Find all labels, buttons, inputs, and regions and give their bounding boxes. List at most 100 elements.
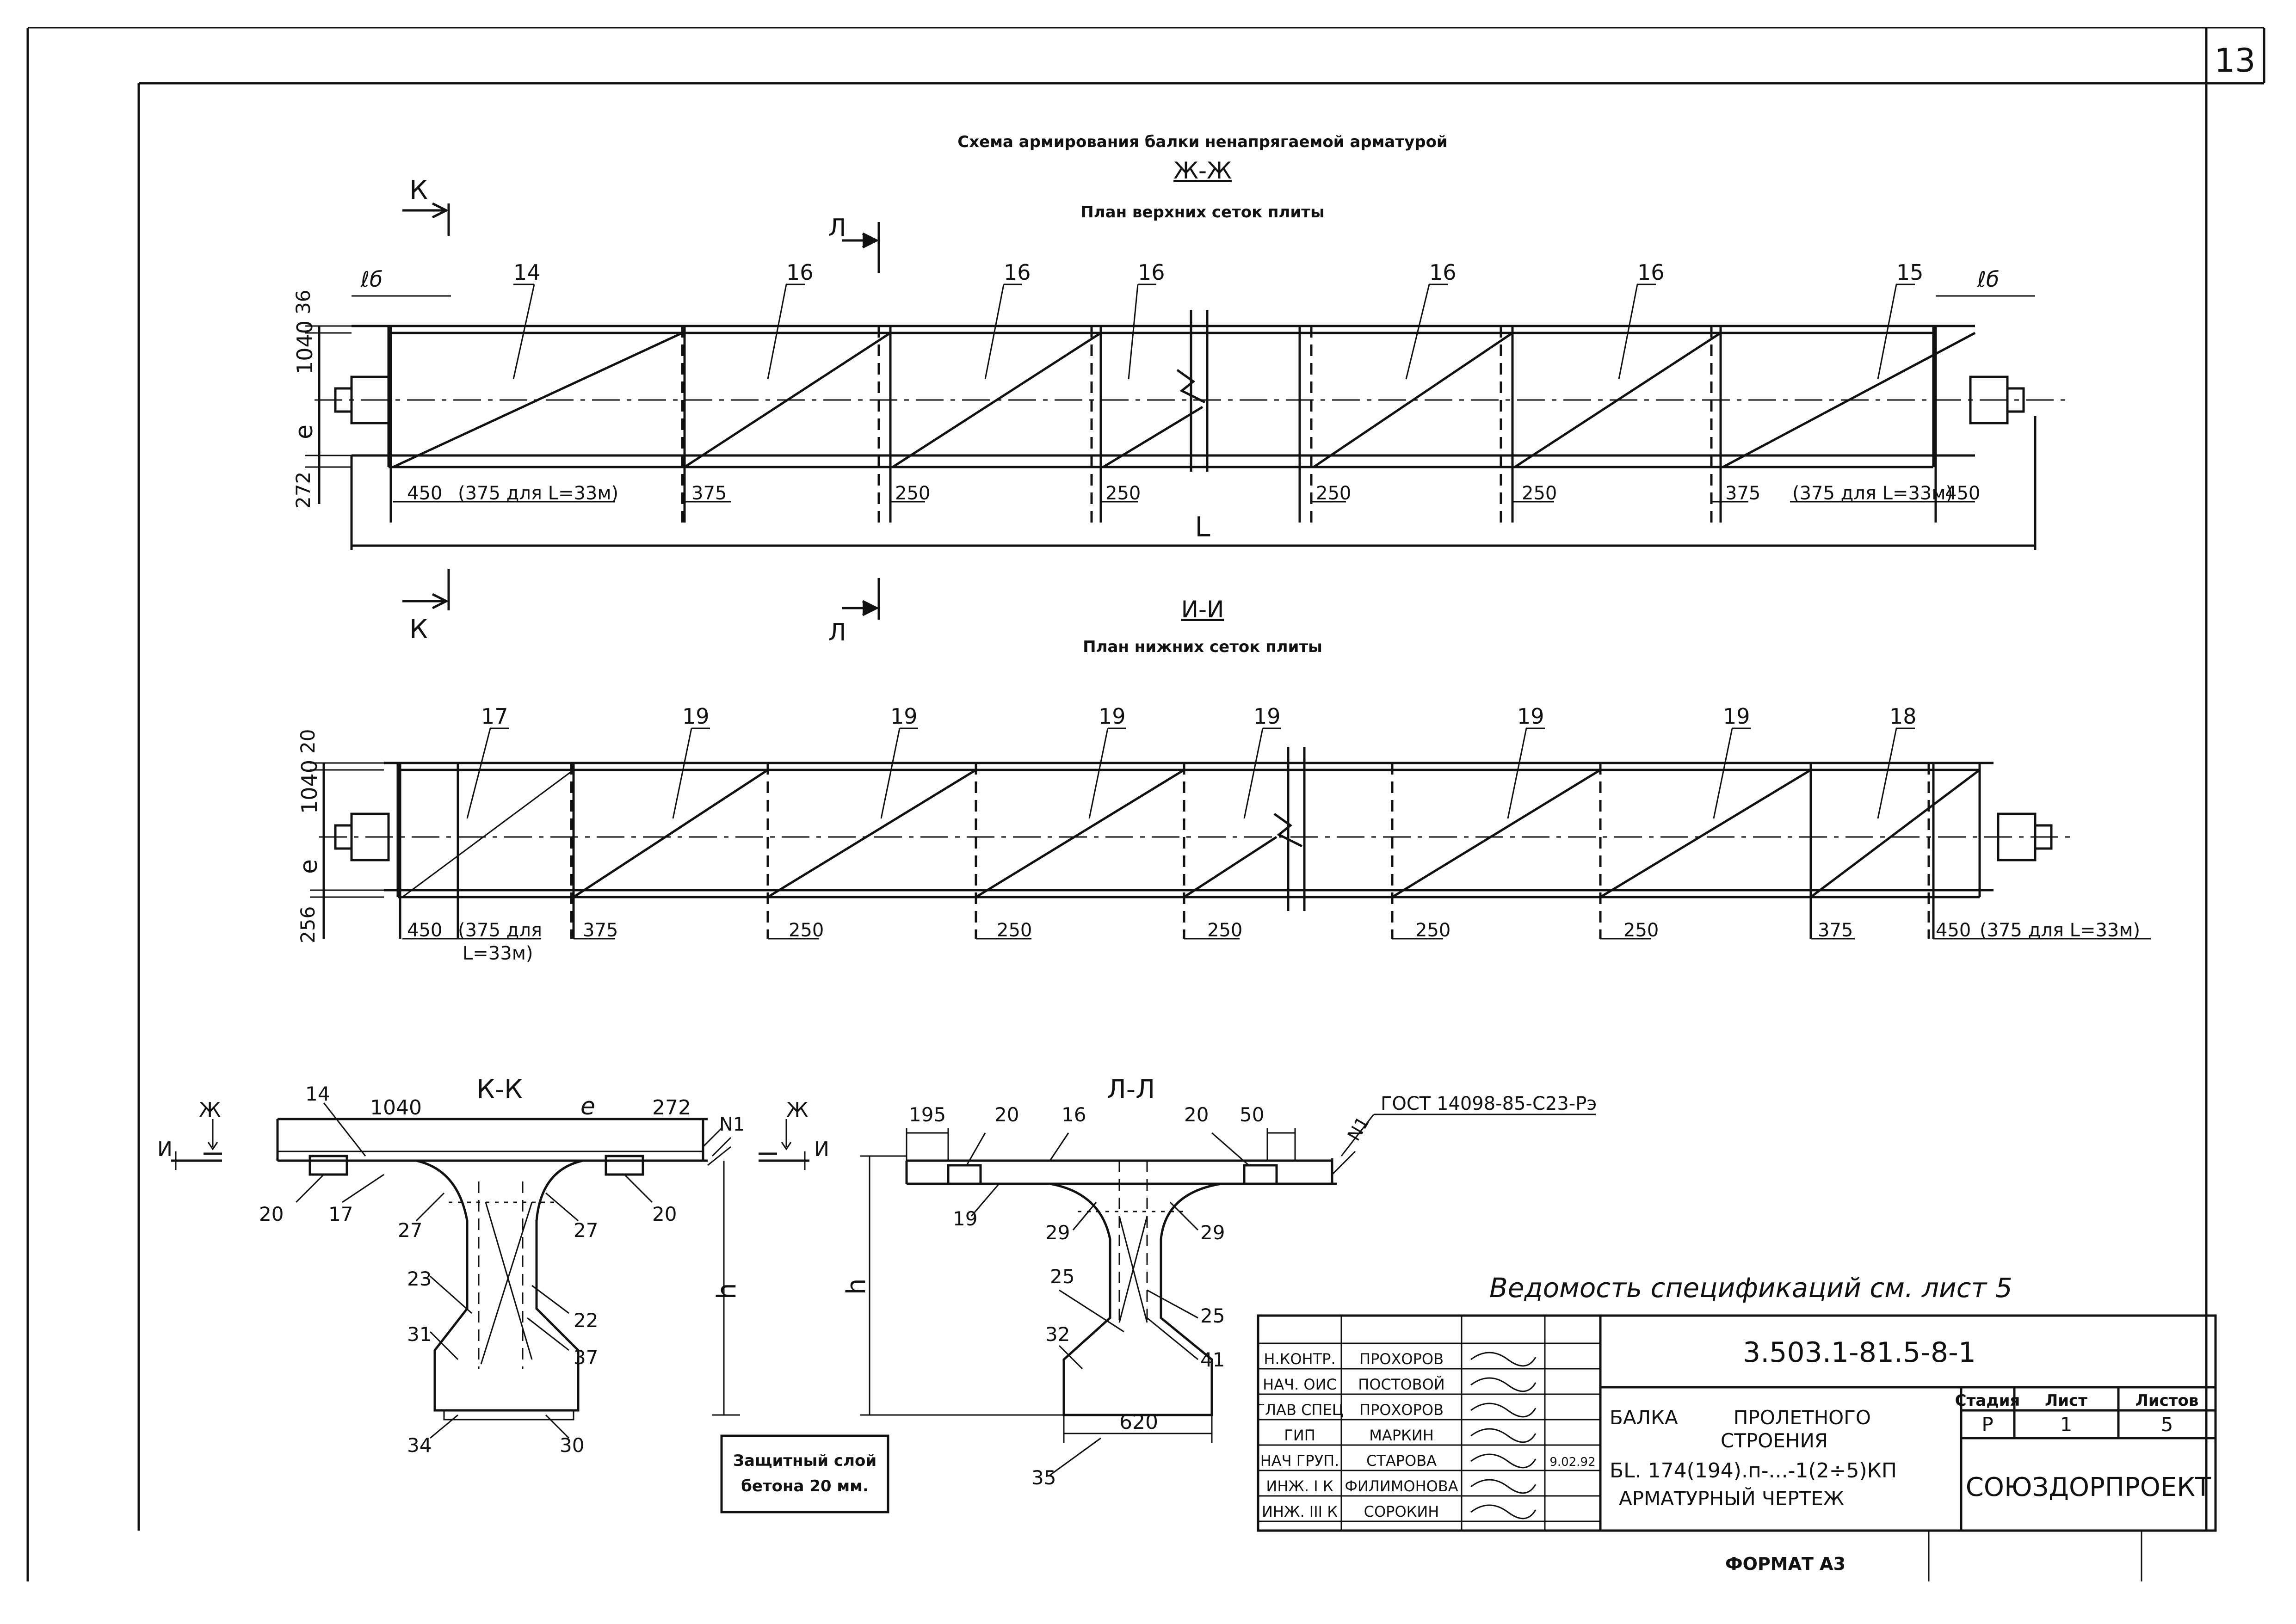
svg-text:250: 250 <box>997 920 1032 941</box>
svg-text:195: 195 <box>909 1103 946 1126</box>
svg-text:СОРОКИН: СОРОКИН <box>1364 1503 1439 1520</box>
section-kk <box>171 1102 809 1439</box>
svg-text:ИНЖ. I К: ИНЖ. I К <box>1266 1477 1333 1495</box>
svg-text:20: 20 <box>994 1103 1019 1126</box>
svg-text:19: 19 <box>890 704 918 729</box>
svg-text:(375 для L=33м): (375 для L=33м) <box>458 483 618 504</box>
svg-text:450: 450 <box>1936 920 1971 941</box>
cover-note-box: Защитный слой бетона 20 мм. <box>720 1434 889 1513</box>
svg-text:19: 19 <box>1253 704 1281 729</box>
svg-text:20: 20 <box>652 1203 677 1225</box>
section-ii-title: И-И <box>1181 596 1224 623</box>
cut-marker-k-bottom: К <box>409 615 428 645</box>
section-kk-title: К-К <box>476 1075 523 1105</box>
svg-text:29: 29 <box>1045 1221 1070 1244</box>
svg-text:АРМАТУРНЫЙ ЧЕРТЕЖ: АРМАТУРНЫЙ ЧЕРТЕЖ <box>1619 1487 1844 1510</box>
plan-zh-labels: ℓб ℓб 14 16 16 16 16 16 15 36 1040 e 272… <box>290 260 1999 543</box>
svg-text:ℓб: ℓб <box>360 267 383 292</box>
svg-text:34: 34 <box>407 1434 432 1457</box>
svg-text:БL. 174(194).п-...-1(2÷5)КП: БL. 174(194).п-...-1(2÷5)КП <box>1610 1459 1897 1483</box>
svg-text:СТАРОВА: СТАРОВА <box>1366 1452 1437 1470</box>
svg-text:22: 22 <box>574 1309 598 1332</box>
svg-text:23: 23 <box>407 1267 432 1290</box>
cut-marker-k-top: К <box>409 175 428 205</box>
section-ll-labels: 195 20 16 20 50 ГОСТ 14098-85-С23-Рэ N1 … <box>841 1093 1597 1489</box>
svg-text:N1: N1 <box>719 1114 745 1135</box>
svg-text:250: 250 <box>1207 920 1242 941</box>
svg-text:16: 16 <box>1637 260 1665 285</box>
svg-text:450: 450 <box>407 483 442 504</box>
svg-text:e: e <box>580 1093 595 1120</box>
svg-text:1040: 1040 <box>297 760 322 814</box>
svg-text:СОЮЗДОРПРОЕКТ: СОЮЗДОРПРОЕКТ <box>1966 1472 2211 1502</box>
svg-text:НАЧ. ОИС: НАЧ. ОИС <box>1263 1376 1337 1393</box>
svg-text:31: 31 <box>407 1323 432 1346</box>
plan-ii-labels: 17 19 19 19 19 19 19 18 20 1040 e 256 45… <box>295 704 2140 964</box>
svg-text:И: И <box>157 1138 173 1161</box>
svg-text:250: 250 <box>895 483 930 504</box>
svg-text:32: 32 <box>1045 1323 1070 1346</box>
svg-text:(375 для: (375 для <box>458 920 542 941</box>
svg-text:17: 17 <box>328 1203 353 1225</box>
section-ll-title: Л-Л <box>1107 1075 1155 1105</box>
svg-text:5: 5 <box>2161 1413 2173 1436</box>
svg-text:18: 18 <box>1889 704 1917 729</box>
svg-text:450: 450 <box>1945 483 1980 504</box>
svg-text:1040: 1040 <box>370 1096 422 1120</box>
svg-text:МАРКИН: МАРКИН <box>1369 1427 1434 1444</box>
svg-text:НАЧ ГРУП.: НАЧ ГРУП. <box>1260 1452 1339 1470</box>
sheet-frame <box>26 27 2265 1581</box>
svg-text:450: 450 <box>407 920 442 941</box>
svg-text:19: 19 <box>682 704 710 729</box>
svg-text:L: L <box>1195 511 1210 543</box>
section-zh-title: Ж-Ж <box>1173 157 1232 184</box>
svg-text:256: 256 <box>296 906 319 943</box>
svg-text:Листов: Листов <box>2136 1391 2199 1410</box>
svg-text:(375 для L=33м): (375 для L=33м) <box>1980 920 2140 941</box>
svg-text:16: 16 <box>1429 260 1457 285</box>
svg-text:ГИП: ГИП <box>1284 1427 1315 1444</box>
svg-text:9.02.92: 9.02.92 <box>1549 1455 1595 1469</box>
svg-text:ИНЖ. III К: ИНЖ. III К <box>1262 1503 1338 1520</box>
svg-text:250: 250 <box>1415 920 1450 941</box>
cut-marker-l-top: Л <box>828 214 846 242</box>
svg-text:И: И <box>814 1138 829 1161</box>
svg-text:27: 27 <box>574 1219 598 1242</box>
svg-text:Лист: Лист <box>2045 1391 2087 1410</box>
svg-text:N1: N1 <box>1344 1113 1373 1144</box>
svg-text:(375 для L=33м): (375 для L=33м) <box>1792 483 1953 504</box>
svg-text:Ж: Ж <box>199 1098 221 1122</box>
svg-text:37: 37 <box>574 1346 598 1369</box>
svg-text:15: 15 <box>1896 260 1924 285</box>
svg-text:272: 272 <box>292 472 315 509</box>
section-zh-subtitle: План верхних сеток плиты <box>1080 203 1324 221</box>
svg-text:ГОСТ 14098-85-С23-Рэ: ГОСТ 14098-85-С23-Рэ <box>1381 1093 1597 1114</box>
svg-text:17: 17 <box>481 704 508 729</box>
svg-text:h: h <box>841 1279 871 1295</box>
svg-text:250: 250 <box>1522 483 1557 504</box>
svg-text:30: 30 <box>560 1434 584 1457</box>
main-title: Схема армирования балки ненапрягаемой ар… <box>957 133 1448 151</box>
svg-text:375: 375 <box>1818 920 1853 941</box>
svg-text:250: 250 <box>1623 920 1659 941</box>
svg-text:Р: Р <box>1981 1413 1993 1436</box>
svg-text:БАЛКА ПРОЛЕТНОГО: БАЛКА ПРОЛЕТНОГО <box>1610 1406 1871 1429</box>
svg-text:19: 19 <box>1099 704 1126 729</box>
svg-text:L=33м): L=33м) <box>463 943 533 964</box>
svg-text:14: 14 <box>305 1083 330 1105</box>
svg-text:620: 620 <box>1119 1410 1158 1434</box>
svg-text:бетона 20 мм.: бетона 20 мм. <box>741 1477 869 1495</box>
svg-text:19: 19 <box>1517 704 1544 729</box>
svg-text:3.503.1-81.5-8-1: 3.503.1-81.5-8-1 <box>1743 1336 1976 1369</box>
title-block <box>1257 1314 2217 1581</box>
sheet-number: 13 <box>2214 42 2255 80</box>
svg-text:250: 250 <box>1316 483 1351 504</box>
svg-text:ПРОХОРОВ: ПРОХОРОВ <box>1359 1350 1444 1368</box>
svg-text:16: 16 <box>786 260 814 285</box>
svg-text:20: 20 <box>296 729 319 754</box>
svg-text:СТРОЕНИЯ: СТРОЕНИЯ <box>1721 1429 1828 1452</box>
svg-text:ПОСТОВОЙ: ПОСТОВОЙ <box>1358 1376 1444 1393</box>
svg-text:Н.КОНТР.: Н.КОНТР. <box>1264 1350 1335 1368</box>
svg-text:ГЛАВ СПЕЦ: ГЛАВ СПЕЦ <box>1256 1401 1343 1419</box>
svg-text:375: 375 <box>583 920 618 941</box>
